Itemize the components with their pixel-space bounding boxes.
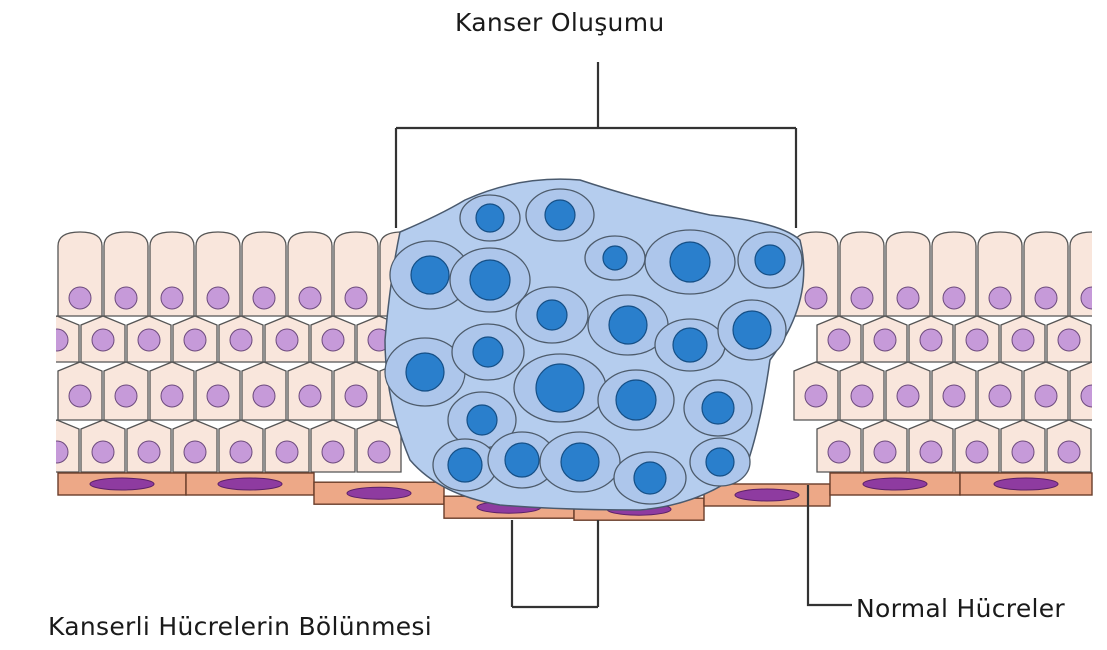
- normal-cell-nucleus: [161, 385, 183, 407]
- normal-cell-nucleus: [943, 385, 965, 407]
- tumor-cell-nucleus: [473, 337, 503, 367]
- normal-cell-nucleus: [805, 385, 827, 407]
- normal-cell-nucleus: [230, 441, 252, 463]
- tumor-cell-nucleus: [545, 200, 575, 230]
- normal-cell-nucleus: [1035, 385, 1057, 407]
- normal-cell-nucleus: [184, 441, 206, 463]
- tumor-cell-nucleus: [603, 246, 627, 270]
- normal-cell-nucleus: [115, 287, 137, 309]
- tumor-cell-nucleus: [609, 306, 647, 344]
- normal-cell-nucleus: [253, 287, 275, 309]
- normal-cell-nucleus: [828, 329, 850, 351]
- normal-cell-nucleus: [276, 329, 298, 351]
- tumor-cell-nucleus: [536, 364, 584, 412]
- normal-cell-nucleus: [966, 441, 988, 463]
- normal-cell-nucleus: [299, 385, 321, 407]
- normal-cell-nucleus: [1012, 329, 1034, 351]
- basal-cell-nucleus: [994, 478, 1058, 490]
- normal-cell-nucleus: [368, 441, 390, 463]
- basal-cell-nucleus: [863, 478, 927, 490]
- normal-cell-nucleus: [851, 287, 873, 309]
- normal-cell-nucleus: [989, 287, 1011, 309]
- normal-cell-nucleus: [322, 441, 344, 463]
- label-normal-cells: Normal Hücreler: [856, 594, 1065, 623]
- normal-cell-nucleus: [138, 441, 160, 463]
- tumor-cell-nucleus: [470, 260, 510, 300]
- normal-cell-nucleus: [897, 287, 919, 309]
- tumor-cell-nucleus: [755, 245, 785, 275]
- normal-cell-nucleus: [92, 329, 114, 351]
- normal-cell-nucleus: [943, 287, 965, 309]
- normal-cell-nucleus: [1012, 441, 1034, 463]
- normal-cell-nucleus: [207, 385, 229, 407]
- normal-cell-nucleus: [1058, 329, 1080, 351]
- tumor-cell-nucleus: [634, 462, 666, 494]
- tumor-cell-nucleus: [406, 353, 444, 391]
- tumor-cell-nucleus: [670, 242, 710, 282]
- normal-cell-nucleus: [874, 329, 896, 351]
- normal-cell-nucleus: [851, 385, 873, 407]
- normal-cell-nucleus: [230, 329, 252, 351]
- normal-cell-nucleus: [69, 287, 91, 309]
- basal-cell-nucleus: [90, 478, 154, 490]
- normal-cell-nucleus: [115, 385, 137, 407]
- normal-cell-nucleus: [92, 441, 114, 463]
- normal-cell-nucleus: [874, 441, 896, 463]
- label-cancer-cell-division: Kanserli Hücrelerin Bölünmesi: [48, 612, 432, 641]
- normal-cell-nucleus: [253, 385, 275, 407]
- normal-cell-nucleus: [805, 287, 827, 309]
- normal-cell-nucleus: [184, 329, 206, 351]
- tumor-cell-nucleus: [733, 311, 771, 349]
- basal-cell-nucleus: [347, 487, 411, 499]
- normal-cell-nucleus: [989, 385, 1011, 407]
- tumor-cell-nucleus: [673, 328, 707, 362]
- tumor-cell-nucleus: [561, 443, 599, 481]
- normal-cell-nucleus: [1058, 441, 1080, 463]
- normal-cell-nucleus: [345, 385, 367, 407]
- tumor-cell-nucleus: [448, 448, 482, 482]
- edge-mask-left: [0, 220, 56, 520]
- normal-cell-nucleus: [299, 287, 321, 309]
- normal-cell-nucleus: [161, 287, 183, 309]
- normal-cell-nucleus: [920, 329, 942, 351]
- normal-cell-nucleus: [276, 441, 298, 463]
- tumor-cell-nucleus: [411, 256, 449, 294]
- tumor-cell-nucleus: [467, 405, 497, 435]
- normal-cell-nucleus: [828, 441, 850, 463]
- normal-cell-nucleus: [322, 329, 344, 351]
- basal-cell-nucleus: [218, 478, 282, 490]
- tumor-cell-nucleus: [537, 300, 567, 330]
- tumor-cell-nucleus: [476, 204, 504, 232]
- tumor-cell-nucleus: [706, 448, 734, 476]
- normal-cell-nucleus: [966, 329, 988, 351]
- normal-cell-nucleus: [920, 441, 942, 463]
- normal-cell-nucleus: [138, 329, 160, 351]
- basal-cell-nucleus: [735, 489, 799, 501]
- tumor-cell-nucleus: [702, 392, 734, 424]
- tumor-cell-nucleus: [616, 380, 656, 420]
- normal-cell-nucleus: [207, 287, 229, 309]
- edge-mask-right: [1092, 220, 1107, 520]
- normal-cell-nucleus: [69, 385, 91, 407]
- label-cancer-formation: Kanser Oluşumu: [455, 8, 665, 37]
- tumor-mass: [385, 179, 804, 510]
- tumor-cell-nucleus: [505, 443, 539, 477]
- normal-cell-nucleus: [345, 287, 367, 309]
- normal-cell-nucleus: [1035, 287, 1057, 309]
- normal-cell-nucleus: [897, 385, 919, 407]
